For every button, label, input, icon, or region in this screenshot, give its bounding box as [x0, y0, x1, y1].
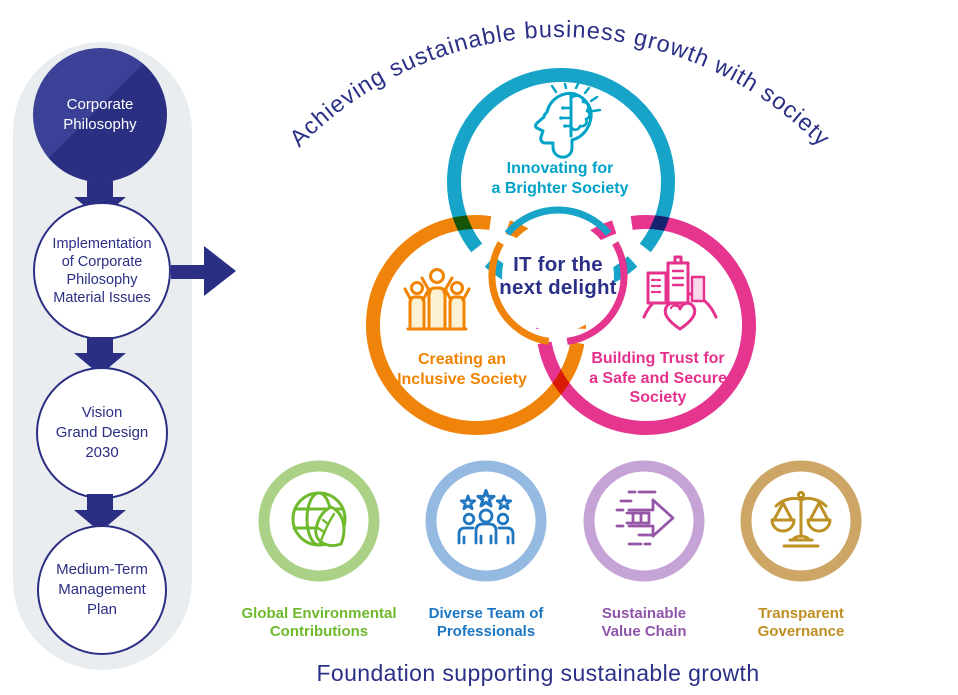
down-arrow-3 [74, 494, 126, 532]
node-corporate-philosophy: Corporate Philosophy [33, 48, 167, 182]
ring-environment [258, 460, 380, 582]
node-vision-grand-design: Vision Grand Design 2030 [36, 367, 168, 499]
head-brain-icon [534, 82, 602, 159]
value-chain-arrow-icon [615, 490, 675, 546]
city-heart-icon [642, 255, 718, 331]
venn-label-inclusive: Creating an Inclusive Society [397, 351, 527, 388]
foundation-label-value-chain: Sustainable Value Chain [601, 605, 687, 641]
foundation-rings [258, 460, 862, 582]
ring-value-chain [583, 460, 705, 582]
arc-title-text: Achieving sustainable business growth wi… [284, 16, 835, 151]
globe-leaf-icon [291, 491, 347, 547]
down-arrow-1 [74, 181, 126, 219]
foundation-title: Foundation supporting sustainable growth [316, 660, 760, 686]
venn-center-label: IT for the next delight [499, 253, 617, 299]
venn-label-innovating: Innovating for a Brighter Society [491, 160, 629, 197]
foundation-label-team: Diverse Team of Professionals [428, 605, 544, 641]
foundation-label-environment: Global Environmental Contributions [241, 605, 397, 641]
node-medium-term-plan: Medium-Term Management Plan [37, 525, 167, 655]
right-arrow [171, 246, 236, 296]
team-stars-icon [457, 489, 515, 545]
venn-center-disc [502, 220, 614, 332]
ring-governance [740, 460, 862, 582]
down-arrow-2 [74, 337, 126, 375]
node-implementation: Implementation of Corporate Philosophy M… [33, 202, 171, 340]
balance-scale-icon [770, 490, 832, 548]
ring-team [425, 460, 547, 582]
venn-center-ring [488, 206, 628, 345]
celebrating-people-icon [403, 268, 471, 331]
foundation-label-governance: Transparent Governance [757, 605, 845, 641]
venn-label-trust: Building Trust for a Safe and Secure Soc… [589, 350, 727, 407]
